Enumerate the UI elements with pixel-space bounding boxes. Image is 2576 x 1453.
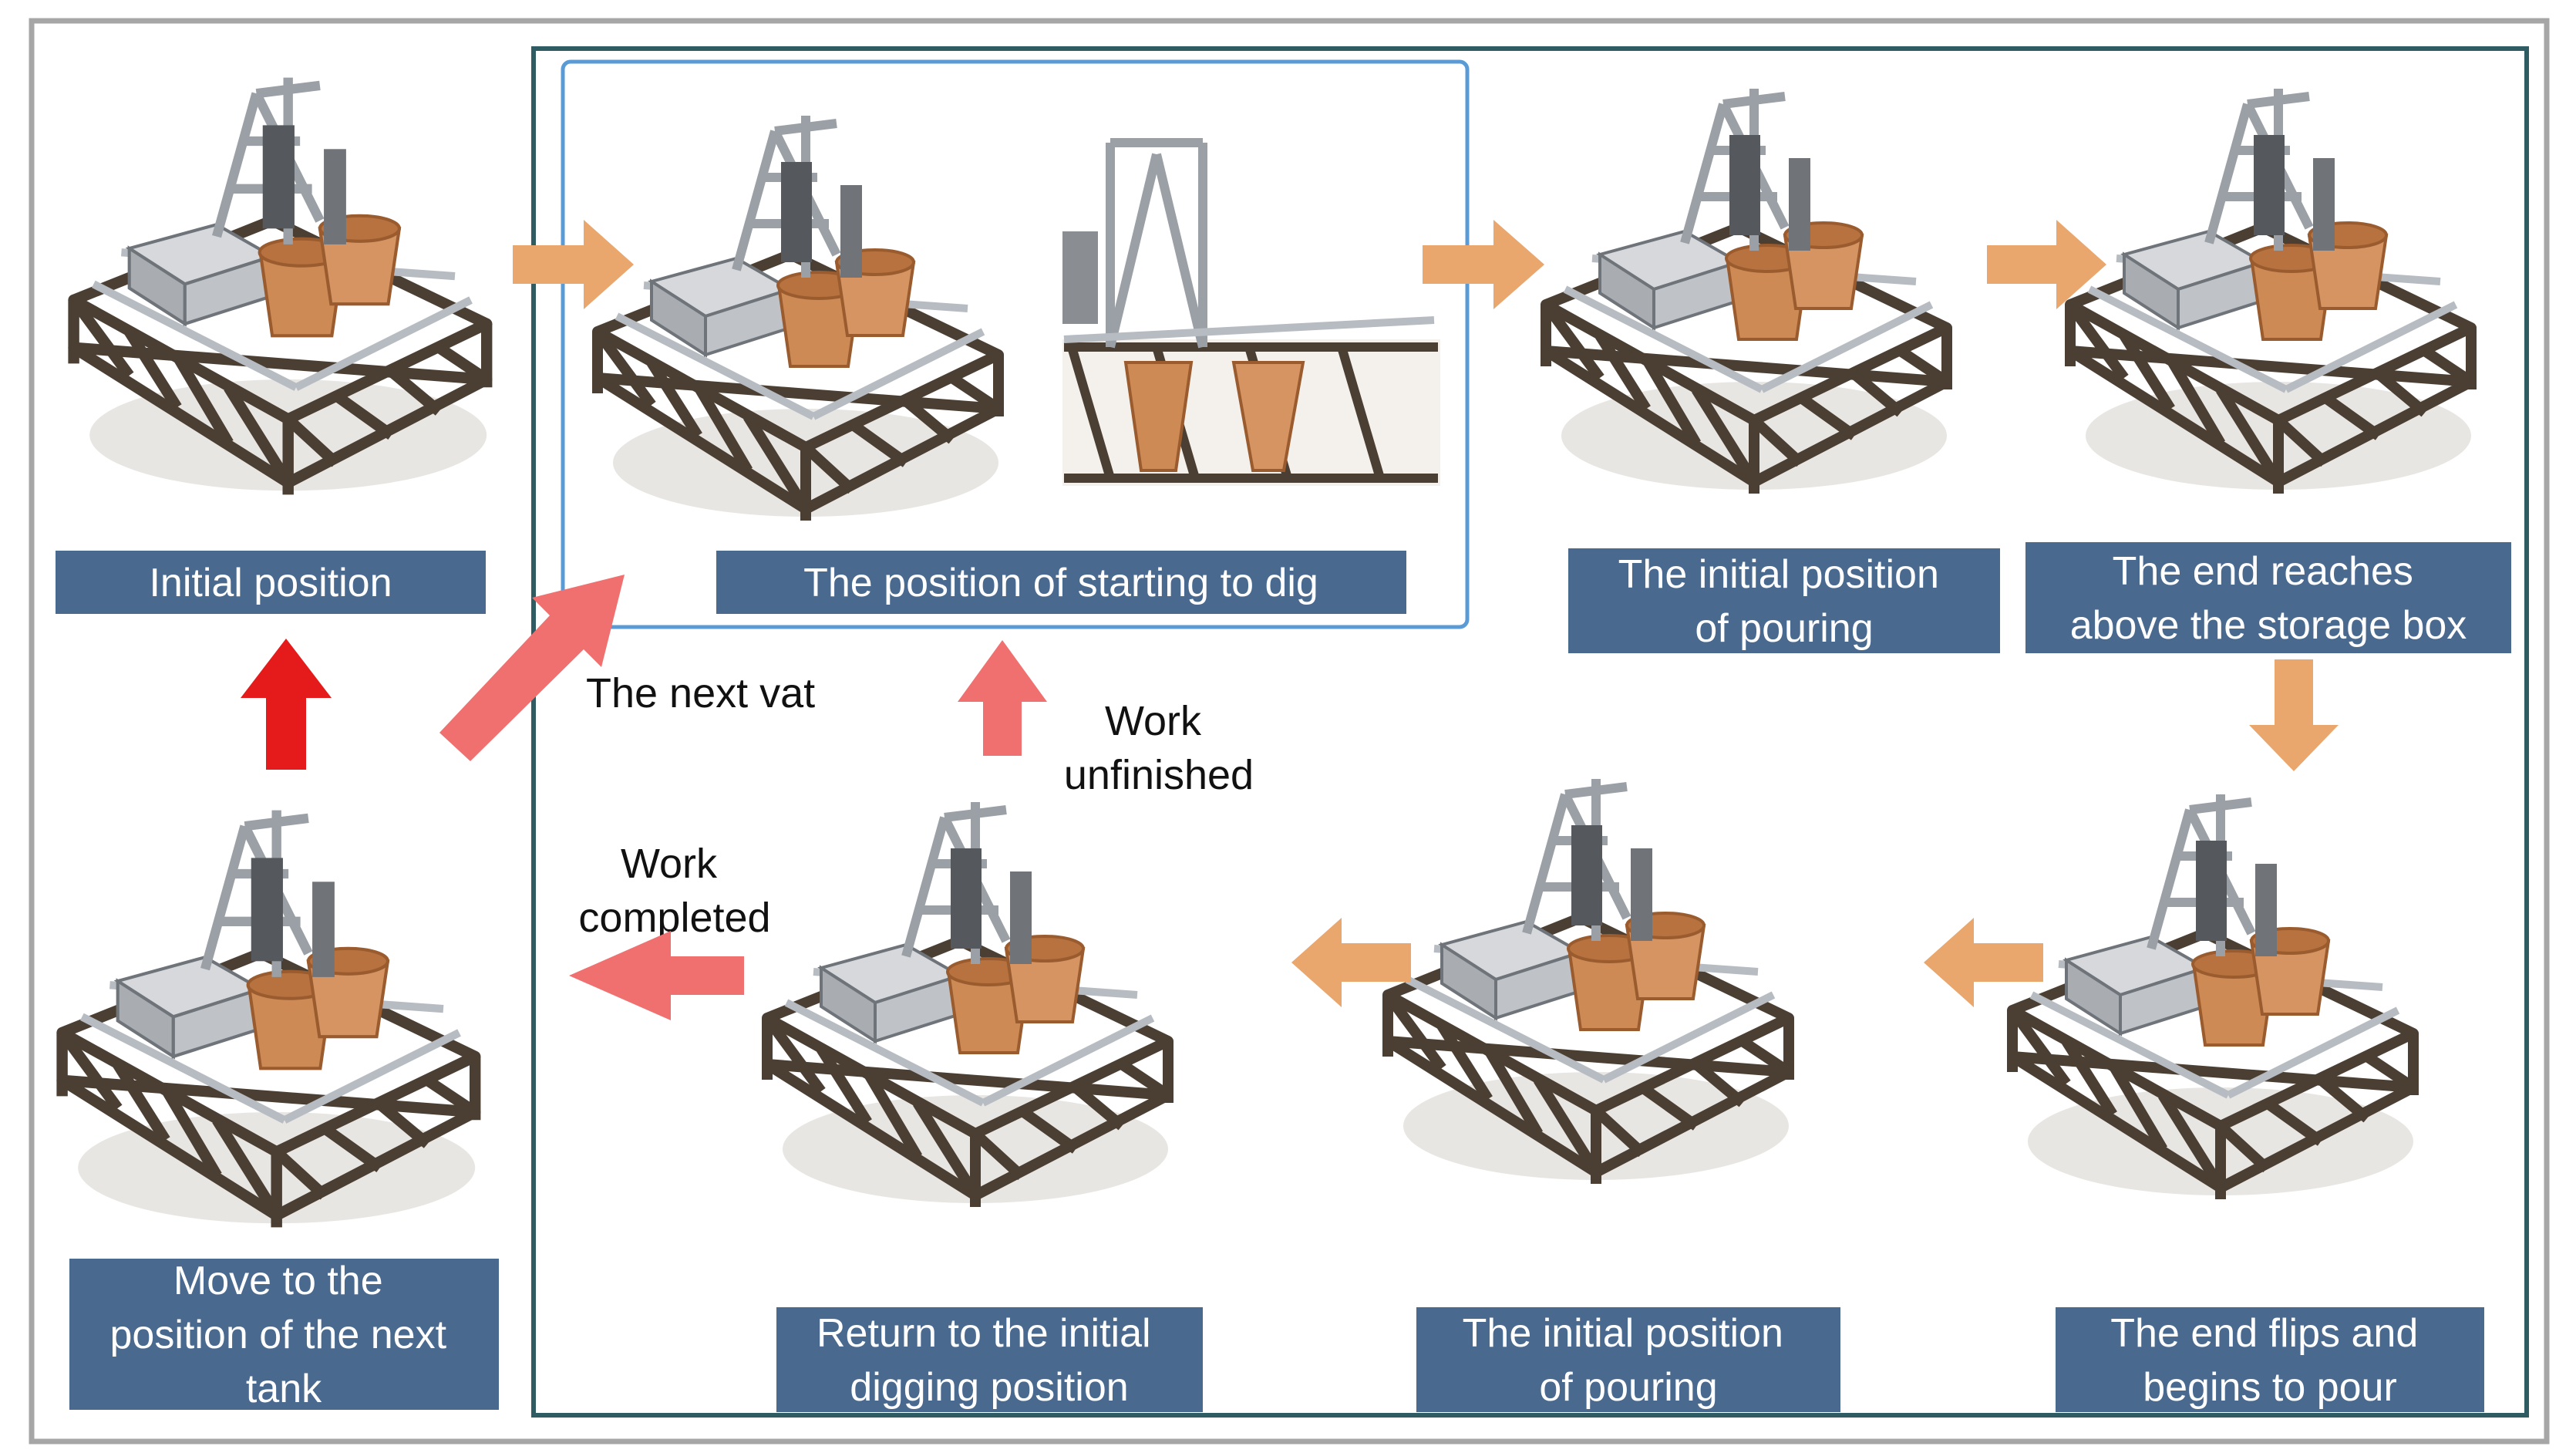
stage-text-line: above the storage box xyxy=(2070,603,2467,648)
stage-text-line: Return to the initial xyxy=(817,1311,1151,1356)
stage-label-start-dig: The position of starting to dig xyxy=(716,551,1406,614)
stage-text-line: The initial position xyxy=(1618,552,1939,597)
stage-text-line: The end reaches xyxy=(2113,549,2413,594)
machine-pour-initial-bottom xyxy=(1388,779,1789,1184)
stage-text-line: digging position xyxy=(850,1365,1128,1410)
machine-move-next xyxy=(62,811,476,1228)
stage-text-line: Initial position xyxy=(149,561,392,605)
arrow-up-return xyxy=(241,639,332,770)
svg-text:Return to the initial di: Return to the initial digging position xyxy=(817,1311,1162,1410)
annotation-work-completed: Work completed xyxy=(578,841,770,941)
svg-text:Move to the position of: Move to the position of the next tank xyxy=(110,1259,458,1411)
svg-text:Initial position: Initial position xyxy=(149,561,392,605)
dig-box-border xyxy=(561,59,1470,629)
stage-text-line: tank xyxy=(246,1367,322,1411)
stage-label-end-reaches: The end reaches above the storage box xyxy=(2025,542,2511,653)
machine-end-flips xyxy=(2012,794,2413,1199)
svg-text:The end reaches above th: The end reaches above the storage box xyxy=(2070,549,2467,648)
stage-text-line: of pouring xyxy=(1539,1365,1717,1410)
machine-start-dig xyxy=(598,116,998,521)
stage-label-return-dig: Return to the initial digging position xyxy=(776,1307,1203,1412)
stage-text-line: position of the next xyxy=(110,1313,447,1357)
stage-label-initial-position: Initial position xyxy=(56,551,486,614)
svg-text:The position of starting to di: The position of starting to dig xyxy=(803,561,1318,605)
stage-text-line: of pouring xyxy=(1695,606,1873,651)
cycle-border xyxy=(531,46,2529,1418)
machine-start-dig-side-view xyxy=(1062,138,1440,486)
annotation-work-unfinished: Work unfinished xyxy=(1064,698,1254,798)
arrow-right-3 xyxy=(1987,220,2106,309)
arrow-work-completed xyxy=(569,931,744,1020)
stage-label-pour-initial-bottom: The initial position of pouring xyxy=(1416,1307,1840,1412)
stage-label-pour-initial-top: The initial position of pouring xyxy=(1568,548,2000,653)
arrow-down-right-column xyxy=(2249,659,2339,771)
arrow-right-2 xyxy=(1423,220,1544,309)
stage-text-line: Move to the xyxy=(173,1259,383,1303)
machine-return-dig xyxy=(767,802,1168,1207)
stage-label-end-flips: The end flips and begins to pour xyxy=(2056,1307,2484,1412)
machine-initial-position xyxy=(74,78,487,495)
stage-text-line: begins to pour xyxy=(2143,1365,2397,1410)
svg-text:The end flips and begins: The end flips and begins to pour xyxy=(2110,1311,2429,1410)
machine-end-reaches xyxy=(2070,89,2471,494)
annotation-next-vat: The next vat xyxy=(586,670,815,716)
stage-text-line: The end flips and xyxy=(2110,1311,2418,1356)
stage-text-line: The initial position xyxy=(1463,1311,1783,1356)
arrow-right-1 xyxy=(513,220,634,309)
arrow-left-2 xyxy=(1291,918,1411,1007)
stage-label-move-next: Move to the position of the next tank xyxy=(69,1259,499,1411)
outer-border xyxy=(29,18,2550,1445)
machine-pour-initial-top xyxy=(1546,89,1947,494)
svg-text:The initial position of: The initial position of pouring xyxy=(1618,552,1951,651)
arrow-left-1 xyxy=(1924,918,2043,1007)
arrow-next-vat xyxy=(439,575,625,761)
stage-text-line: The position of starting to dig xyxy=(803,561,1318,605)
svg-text:The initial position of: The initial position of pouring xyxy=(1463,1311,1795,1410)
arrow-work-unfinished xyxy=(958,640,1047,756)
